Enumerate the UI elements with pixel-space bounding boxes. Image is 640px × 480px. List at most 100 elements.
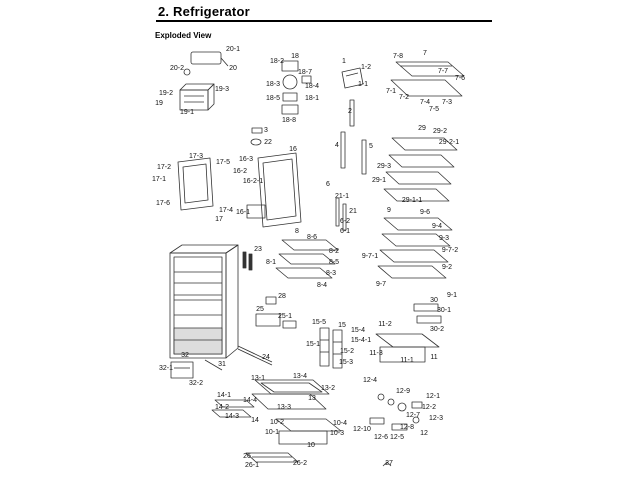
part-callout-7-4: 7-4 — [419, 99, 431, 106]
part-callout-12-4: 12-4 — [362, 377, 378, 384]
part-callout-10-4: 10-4 — [332, 420, 348, 427]
part-callout-20-1: 20-1 — [225, 46, 241, 53]
part-callout-17-2: 17-2 — [156, 164, 172, 171]
part-callout-32-2: 32-2 — [188, 380, 204, 387]
shelf-stack-8-sketch — [275, 239, 339, 279]
part-callout-28: 28 — [278, 293, 286, 300]
box-32-sketch — [170, 361, 194, 379]
grommet-sketch — [250, 138, 262, 146]
tray-14-sketch — [211, 399, 255, 418]
drawer-frame-13-sketch — [251, 379, 330, 410]
part-callout-11-2: 11-2 — [378, 321, 392, 328]
part-callout-16-2: 16-2 — [232, 168, 248, 175]
auger-assembly-sketch — [281, 60, 312, 115]
part-callout-10-2: 10-2 — [269, 419, 285, 426]
part-callout-15-2: 15-2 — [339, 348, 355, 355]
part-callout-5: 5 — [369, 143, 373, 150]
part-callout-19-2: 19-2 — [158, 90, 174, 97]
part-callout-30-1: 30-1 — [436, 307, 452, 314]
part-callout-7-3: 7-3 — [441, 99, 453, 106]
part-callout-9: 9 — [387, 207, 391, 214]
part-callout-26-1: 26-1 — [244, 462, 260, 469]
part-callout-6-1: 6-1 — [339, 228, 351, 235]
part-callout-8-3: 8-3 — [325, 270, 337, 277]
trim-bars-sketch — [204, 345, 273, 371]
hardware-12-sketch — [369, 393, 423, 431]
title-rule — [156, 20, 492, 22]
part-callout-29-2-1: 29-2-1 — [438, 139, 460, 146]
part-callout-9-4: 9-4 — [431, 223, 443, 230]
part-callout-29-2: 29-2 — [432, 128, 448, 135]
part-callout-32-1: 32-1 — [158, 365, 174, 372]
part-callout-8: 8 — [295, 228, 299, 235]
part-callout-29: 29 — [418, 125, 426, 132]
part-callout-3: 3 — [264, 127, 268, 134]
part-callout-18-4: 18-4 — [304, 83, 320, 90]
part-callout-18-3: 18-3 — [265, 81, 281, 88]
part-callout-18-5: 18-5 — [265, 95, 281, 102]
part-callout-9-7-2: 9-7-2 — [441, 247, 459, 254]
part-callout-12-5: 12-5 — [389, 434, 405, 441]
rail-sketch-left — [340, 131, 346, 169]
part-callout-13-3: 13-3 — [276, 404, 292, 411]
part-callout-19: 19 — [155, 100, 163, 107]
part-callout-30-2: 30-2 — [429, 326, 445, 333]
part-callout-17-5: 17-5 — [215, 159, 231, 166]
part-callout-11-3: 11-3 — [369, 350, 383, 357]
part-callout-1-2: 1-2 — [360, 64, 372, 71]
part-callout-13-1: 13-1 — [250, 375, 266, 382]
part-callout-7-6: 7-6 — [454, 75, 466, 82]
part-callout-18-8: 18-8 — [281, 117, 297, 124]
trim-strip-sketch — [349, 99, 355, 127]
part-callout-7: 7 — [423, 50, 427, 57]
part-callout-1: 1 — [342, 58, 346, 65]
part-callout-12-3: 12-3 — [428, 415, 444, 422]
part-callout-13-4: 13-4 — [292, 373, 308, 380]
part-callout-15-5: 15-5 — [311, 319, 327, 326]
part-callout-14-3: 14-3 — [224, 413, 240, 420]
part-callout-16-2-1: 16-2-1 — [242, 178, 264, 185]
part-callout-8-1: 8-1 — [265, 259, 277, 266]
pins-sketch — [242, 251, 253, 271]
part-callout-9-6: 9-6 — [419, 209, 431, 216]
part-callout-23: 23 — [254, 246, 262, 253]
part-callout-8-2: 8-2 — [328, 248, 340, 255]
part-callout-11-1: 11-1 — [400, 357, 414, 364]
part-callout-17-1: 17-1 — [151, 176, 167, 183]
part-callout-8-5: 8-5 — [328, 259, 340, 266]
part-callout-30: 30 — [430, 297, 438, 304]
part-callout-18-1: 18-1 — [304, 95, 320, 102]
top-shelf-sketch — [390, 61, 465, 97]
part-callout-19-3: 19-3 — [214, 86, 230, 93]
part-callout-8-4: 8-4 — [316, 282, 328, 289]
part-callout-7-8: 7-8 — [392, 53, 404, 60]
part-callout-18-2: 18-2 — [269, 58, 285, 65]
part-callout-9-2: 9-2 — [441, 264, 453, 271]
part-callout-10: 10 — [307, 442, 315, 449]
part-callout-7-2: 7-2 — [398, 94, 410, 101]
part-callout-14-2: 14-2 — [214, 404, 230, 411]
part-callout-10-1: 10-1 — [264, 429, 280, 436]
part-callout-15-1: 15-1 — [305, 341, 321, 348]
slide-rails-sketch — [319, 327, 343, 369]
bracket-sketch — [341, 67, 364, 89]
icemaker-sketch — [183, 51, 229, 76]
part-callout-21: 21 — [349, 208, 357, 215]
part-callout-1-1: 1-1 — [357, 81, 369, 88]
part-callout-17-4: 17-4 — [218, 207, 234, 214]
diagram-subtitle: Exploded View — [155, 31, 212, 40]
small-rails-sketch — [335, 197, 347, 231]
part-callout-17-6: 17-6 — [155, 200, 171, 207]
part-callout-9-7-1: 9-7-1 — [361, 253, 379, 260]
part-callout-25-1: 25-1 — [277, 313, 293, 320]
door-panel-17-sketch — [177, 157, 214, 211]
part-callout-20-2: 20-2 — [169, 65, 185, 72]
part-callout-27: 27 — [385, 460, 393, 467]
part-callout-14-4: 14-4 — [242, 397, 258, 404]
shelf-stack-29-sketch — [383, 137, 458, 202]
tray-26-sketch — [245, 452, 299, 463]
part-callout-25: 25 — [256, 306, 264, 313]
part-callout-15-4: 15-4 — [350, 327, 366, 334]
clip-sketch — [251, 127, 263, 134]
